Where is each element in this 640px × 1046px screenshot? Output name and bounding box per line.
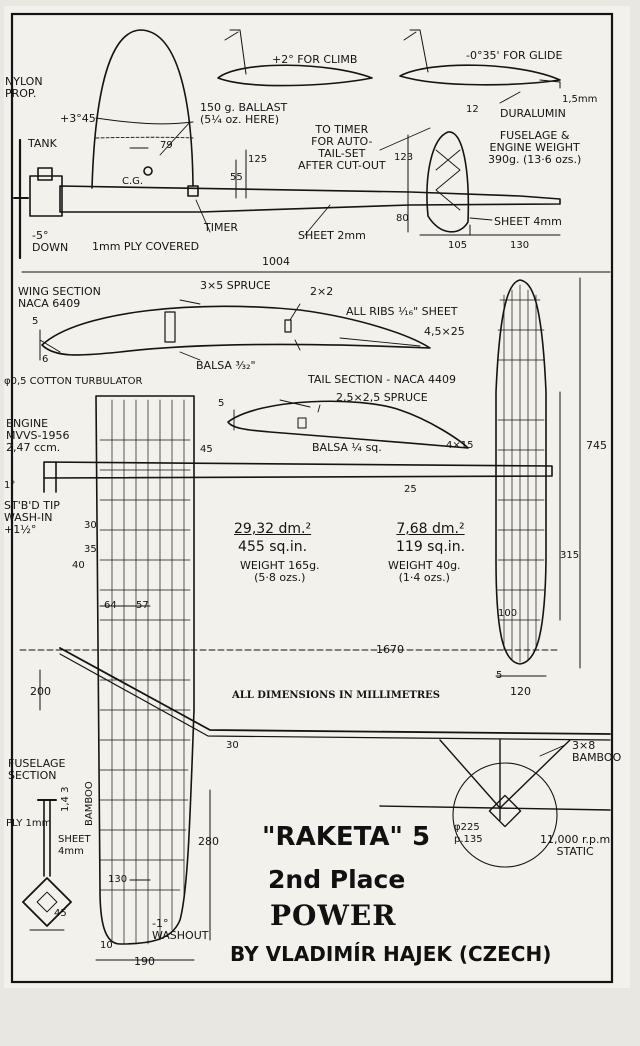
tail-spruce-label: 2,5×2,5 SPRUCE <box>336 391 428 404</box>
duralumin-thickness-label: 1,5mm <box>562 94 598 105</box>
plan-view <box>19 277 581 961</box>
dim-25: 25 <box>404 484 417 495</box>
dim-14: 1,4 3 <box>60 786 71 812</box>
dim-130: 130 <box>510 240 530 251</box>
sheet-2mm-label: SHEET 2mm <box>298 229 366 242</box>
fin-sheet-label: SHEET 4mm <box>494 215 562 228</box>
class-title: POWER <box>270 899 397 932</box>
placing: 2nd Place <box>268 865 406 894</box>
dim-190: 190 <box>134 955 155 968</box>
side-view <box>13 29 611 273</box>
dim-130-tip: 130 <box>108 874 128 885</box>
dim-105: 105 <box>448 240 468 251</box>
dim-120: 120 <box>510 685 531 698</box>
tail-weight-label: WEIGHT 40g.(1·4 ozs.) <box>388 559 461 584</box>
timer-label: TIMER <box>204 221 239 234</box>
author-line: BY VLADIMÍR HAJEK (CZECH) <box>230 942 552 966</box>
dim-79: 79 <box>160 140 173 151</box>
dim-12: 12 <box>466 104 479 115</box>
dim-45-section: 45 <box>54 908 67 919</box>
tail-te-label: 4×15 <box>446 440 474 451</box>
duralumin-label: DURALUMIN <box>500 107 566 120</box>
dim-280: 280 <box>198 835 219 848</box>
ply-label: PLY 1mm <box>6 818 52 829</box>
wing-dim-5: 5 <box>32 316 39 327</box>
drawing-border <box>10 12 614 984</box>
dim-10: 10 <box>100 940 113 951</box>
wing-spruce-2x2-label: 2×2 <box>310 285 334 298</box>
wing-dim-6: 6 <box>42 354 49 365</box>
down-thrust-label: -5°DOWN <box>32 229 69 254</box>
dim-1004: 1004 <box>262 255 290 268</box>
tail-dim-5: 5 <box>218 398 225 409</box>
wing-balsa-label: BALSA ³⁄₃₂" <box>196 359 256 372</box>
all-dimensions-note: ALL DIMENSIONS IN MILLIMETRES <box>232 690 441 701</box>
dim-64: 64 <box>104 600 117 611</box>
front-view <box>59 647 611 868</box>
bamboo-vertical-label: BAMBOO <box>84 781 95 826</box>
dim-745: 745 <box>586 439 607 452</box>
paper <box>4 6 630 988</box>
dim-123: 123 <box>394 152 414 163</box>
dim-40: 40 <box>72 560 85 571</box>
ply-covered-label: 1mm PLY COVERED <box>92 240 200 253</box>
engine-offset-label: 1° <box>4 480 16 491</box>
dim-30: 30 <box>84 520 97 531</box>
dim-100: 100 <box>498 608 518 619</box>
dim-80: 80 <box>396 213 409 224</box>
cg-label: C.G. <box>122 176 144 187</box>
wing-section <box>39 299 431 361</box>
dim-125: 125 <box>248 154 268 165</box>
climb-label: +2° FOR CLIMB <box>272 53 358 66</box>
model-name: "RAKETA" 5 <box>262 822 431 852</box>
wing-weight-label: WEIGHT 165g.(5·8 ozs.) <box>240 559 320 584</box>
fuselage-section <box>22 799 72 931</box>
thrust-up-label: +3°45' <box>60 112 99 125</box>
tail-section <box>227 399 469 449</box>
tank-label: TANK <box>28 137 57 150</box>
wing-spruce-label: 3×5 SPRUCE <box>200 279 271 292</box>
dim-315: 315 <box>560 550 580 561</box>
washout-label: -1°WASHOUT <box>152 917 209 942</box>
dim-30-dihedral: 30 <box>226 740 239 751</box>
tail-section-title: TAIL SECTION - NACA 4409 <box>308 373 456 386</box>
all-ribs-label: ALL RIBS ¹⁄₁₆" SHEET <box>346 305 458 318</box>
dim-45: 45 <box>200 444 213 455</box>
dim-57: 57 <box>136 600 149 611</box>
dim-200: 200 <box>30 685 51 698</box>
wing-te-label: 4,5×25 <box>424 325 465 338</box>
dim-1670: 1670 <box>376 643 404 656</box>
glide-label: -0°35' FOR GLIDE <box>466 49 563 62</box>
dim-55: 55 <box>230 172 243 183</box>
tail-balsa-label: BALSA ¼ sq. <box>312 441 382 454</box>
ballast-label: 150 g. BALLAST(5¼ oz. HERE) <box>200 101 288 126</box>
dim-5: 5 <box>496 670 503 681</box>
dim-35: 35 <box>84 544 97 555</box>
turbulator-label: φ0,5 COTTON TURBULATOR <box>4 376 143 387</box>
